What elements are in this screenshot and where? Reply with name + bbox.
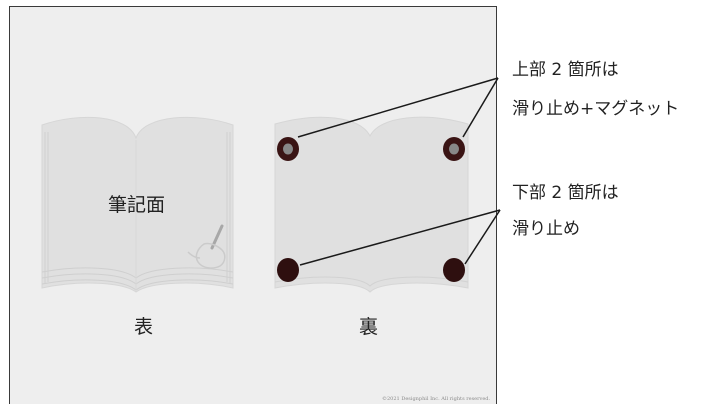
upper-label-line1: 上部 2 箇所は	[512, 60, 619, 80]
front-caption: 表	[134, 316, 154, 338]
magnet-top-left	[277, 137, 299, 161]
back-book	[274, 116, 469, 293]
copyright-notice: ©2021 Designphil Inc. All rights reserve…	[382, 396, 491, 402]
magnet-top-right	[443, 137, 465, 161]
back-caption: 裏	[359, 316, 379, 338]
grip-bottom-right	[443, 258, 465, 282]
pointer-lines	[297, 77, 501, 266]
lower-label-line2: 滑り止め	[512, 219, 580, 239]
upper-label-line2: 滑り止め+マグネット	[512, 99, 680, 119]
front-book	[41, 116, 234, 293]
writing-hand-icon	[187, 224, 226, 269]
lower-label-line1: 下部 2 箇所は	[512, 183, 619, 203]
grip-bottom-left	[277, 258, 299, 282]
front-page-text: 筆記面	[108, 194, 166, 216]
